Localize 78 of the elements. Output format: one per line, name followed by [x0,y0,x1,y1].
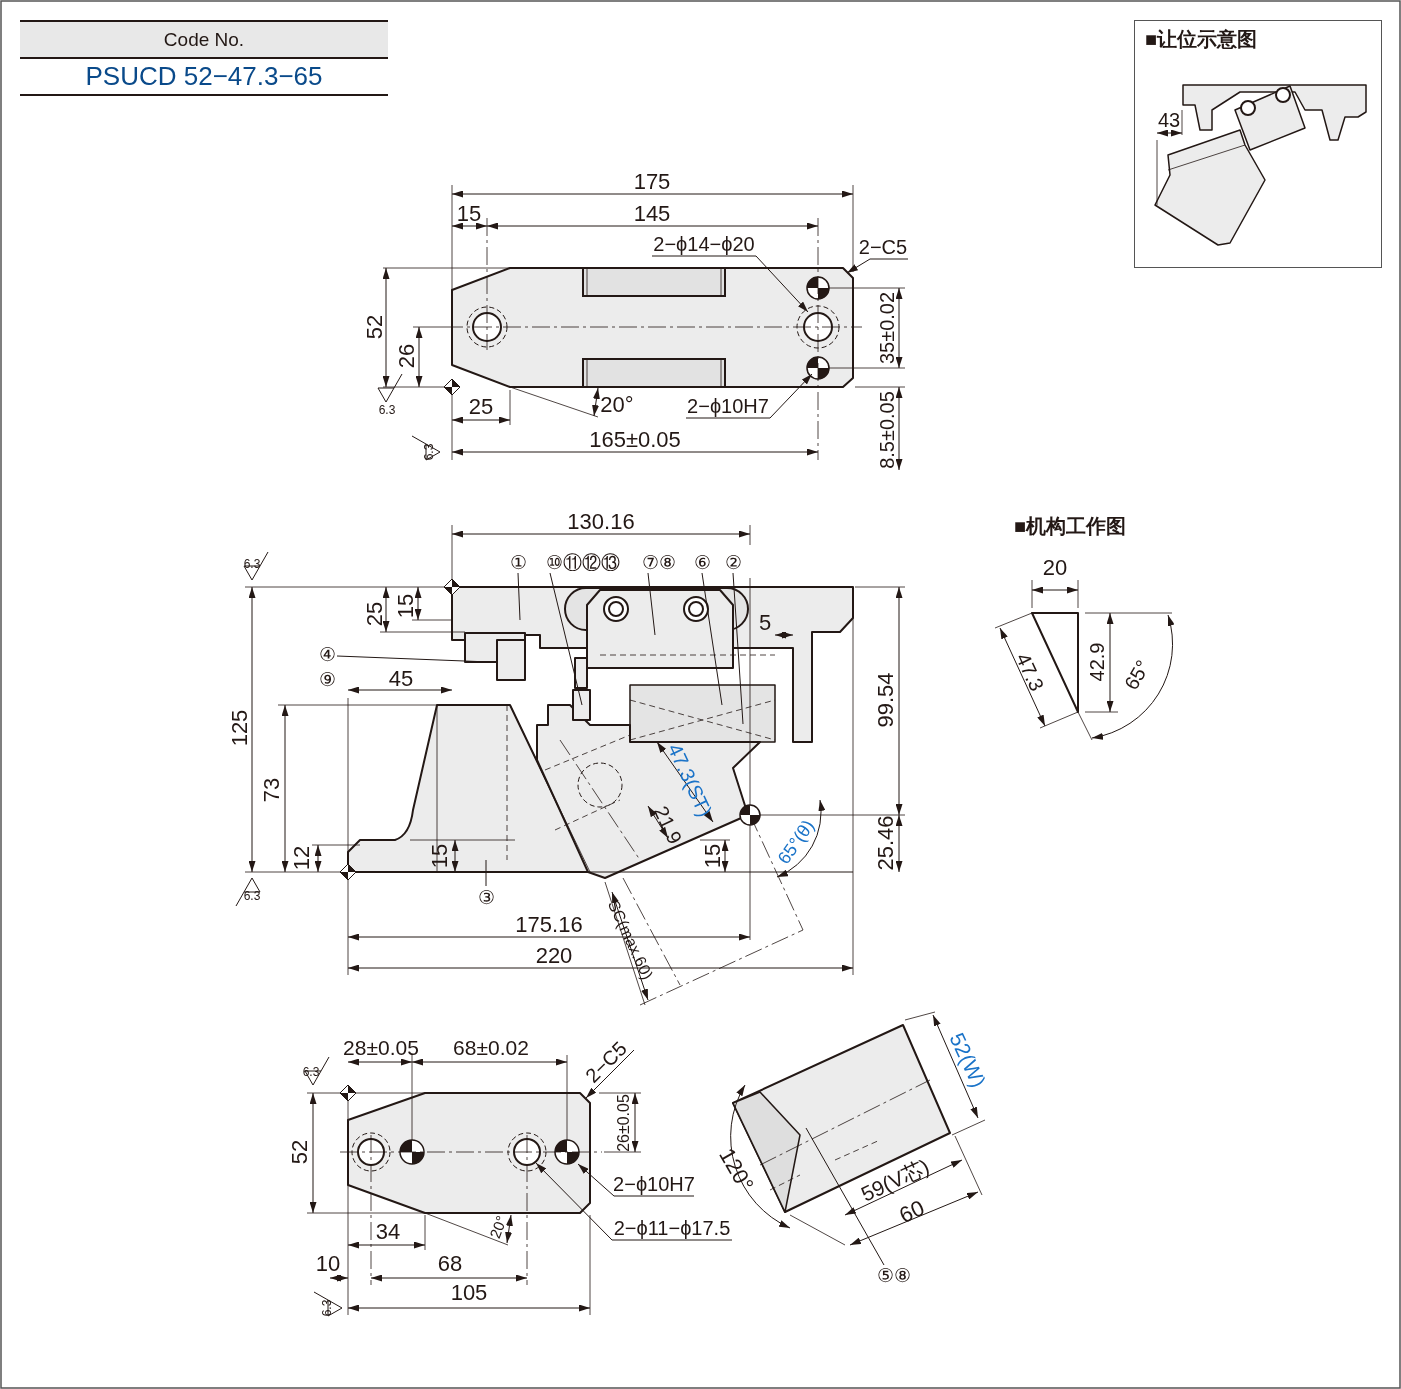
dimension-text: 120° [715,1144,757,1196]
leader-text: 2−ϕ11−ϕ17.5 [612,1216,732,1240]
leader-line [846,258,909,274]
dimension-text: 15 [395,593,417,619]
dimension-text: 26 [396,343,418,369]
dimension-text: 5 [758,612,772,634]
dimension-text: 52(W) [946,1029,990,1091]
dimension-text: 47.3 [1012,650,1048,694]
dimension-text: 15 [702,843,724,869]
leader-text: 2−ϕ10H7 [686,394,770,418]
dimension-text: 99.54 [875,672,897,728]
roughness-value: 6.3 [243,558,261,570]
callout-number: ⑤⑧ [872,1264,916,1286]
dimension-text: 20° [487,1213,509,1241]
dimension-text: 175.16 [515,914,583,936]
leader-line [647,572,656,636]
dimension-text: 175 [633,171,671,193]
dimension-text: 26±0.05 [616,1094,632,1152]
roughness-value: 6.3 [423,443,435,461]
callout-number: ⑥ [692,551,712,573]
dimension-text: 42.9 [1087,642,1107,682]
dimension-text: 52 [289,1139,311,1165]
dimension-text: 43 [1157,110,1181,130]
roughness-value: 6.3 [243,890,261,902]
dimension-text: 60 [896,1196,928,1228]
dimension-text: 52 [364,314,386,340]
dimension-text: 130.16 [567,511,635,533]
leader-line [585,1049,635,1099]
dimension-text: 15 [429,843,451,869]
dimension-text: 12 [291,845,313,871]
dimension-text: 220 [535,945,573,967]
leader-line [732,572,744,725]
roughness-value: 6.3 [378,404,396,416]
leader-line [651,255,809,313]
roughness-value: 6.3 [302,1066,320,1078]
leader-line [485,859,487,887]
dimension-text: 68±0.02 [453,1036,529,1058]
dimension-text: 65° [1120,656,1154,694]
leader-text: 2−ϕ14−ϕ20 [652,232,756,256]
callout-number: ② [723,551,743,573]
callout-number: ⑨ [318,670,336,689]
dimension-text: 20 [1042,557,1068,579]
dimension-text: 73 [261,777,283,803]
leader-line [549,572,583,706]
dimension-text: 25 [468,396,494,418]
dimension-text: 28±0.05 [343,1036,419,1058]
leader-text: 2−ϕ10H7 [614,1172,694,1196]
leader-text: 2−C5 [858,235,908,259]
callout-number: ⑩⑪⑫⑬ [538,551,628,573]
leader-line [535,1162,733,1241]
callout-number: ⑦⑧ [637,551,681,573]
dimension-text: 15 [456,203,482,225]
dimension-text: 45 [388,668,414,690]
dimension-text: 25 [364,601,386,627]
panel-title: ■让位示意图 [1145,29,1258,49]
callout-number: ③ [476,886,496,908]
leader-line [685,373,813,419]
dimension-text: 8.5±0.05 [877,391,897,469]
callout-number: ① [508,551,528,573]
roughness-value: 6.3 [321,1299,333,1317]
dimension-text: 125 [229,709,251,747]
dimension-text: 68 [437,1253,463,1275]
dimension-text: 10 [315,1253,341,1275]
leader-line [577,1163,695,1197]
section-title: ■机构工作图 [1013,516,1127,536]
dimension-text: 165±0.05 [589,429,681,451]
dimension-text: 34 [375,1221,401,1243]
callout-number: ④ [318,645,336,664]
dimension-text: 25.46 [875,815,897,871]
dimension-text: 20° [600,394,634,416]
dimension-text: 105 [450,1282,488,1304]
leader-line [517,572,521,621]
table-cell: PSUCD 52−47.3−65 [20,59,388,96]
leader-line [805,1127,885,1266]
table-header-cell: Code No. [20,20,388,59]
inset-panel [1134,20,1382,268]
dimension-text: 145 [633,203,671,225]
dimension-text: 35±0.02 [877,291,897,365]
